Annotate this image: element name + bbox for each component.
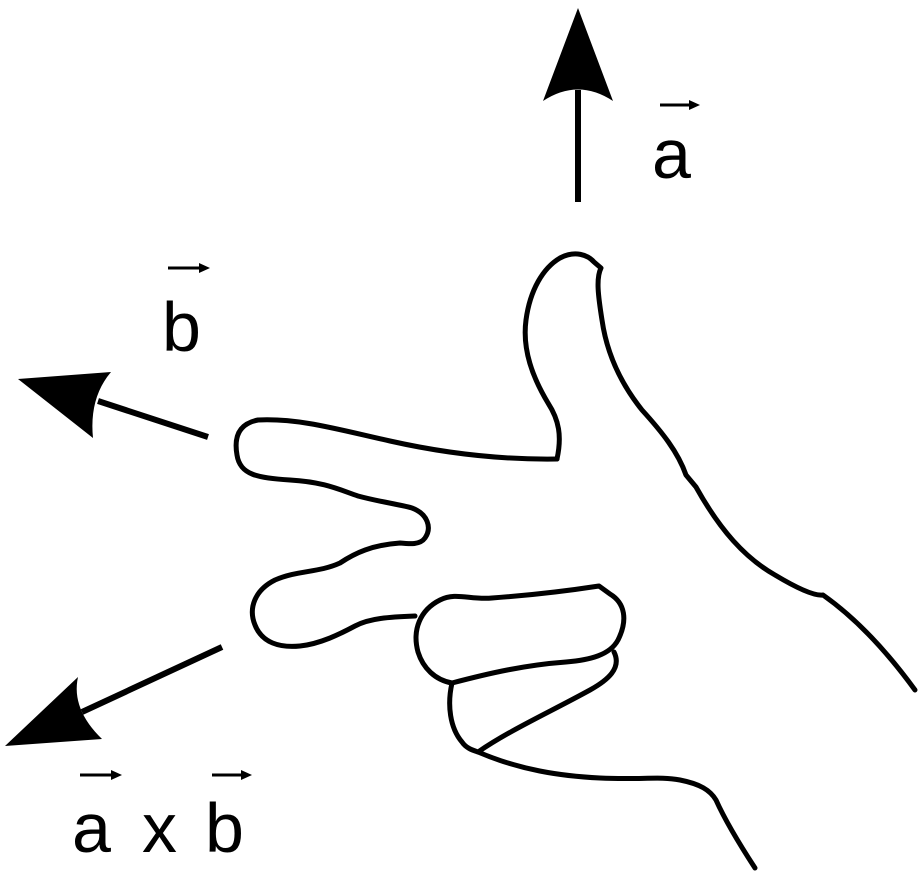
label-cross-a-text: a xyxy=(72,789,111,867)
right-hand-icon xyxy=(233,251,918,871)
label-vector-a: a xyxy=(652,100,700,193)
index-finger-outline xyxy=(233,417,560,649)
label-cross-op-text: x xyxy=(142,789,177,867)
label-a-text: a xyxy=(652,115,691,193)
label-b-text: b xyxy=(162,288,201,366)
label-cross-b-text: b xyxy=(205,789,244,867)
cross-product-arrow xyxy=(5,644,224,746)
vector-a-arrow xyxy=(543,8,613,202)
label-vector-b: b xyxy=(162,263,210,366)
thumb-and-hand-outline xyxy=(522,251,918,693)
palm-bottom-outline xyxy=(475,749,758,871)
ring-finger-outline xyxy=(413,583,627,686)
pinky-finger-outline xyxy=(447,649,619,755)
label-cross-product: a x b xyxy=(72,770,252,867)
vector-b-arrow xyxy=(18,372,209,440)
